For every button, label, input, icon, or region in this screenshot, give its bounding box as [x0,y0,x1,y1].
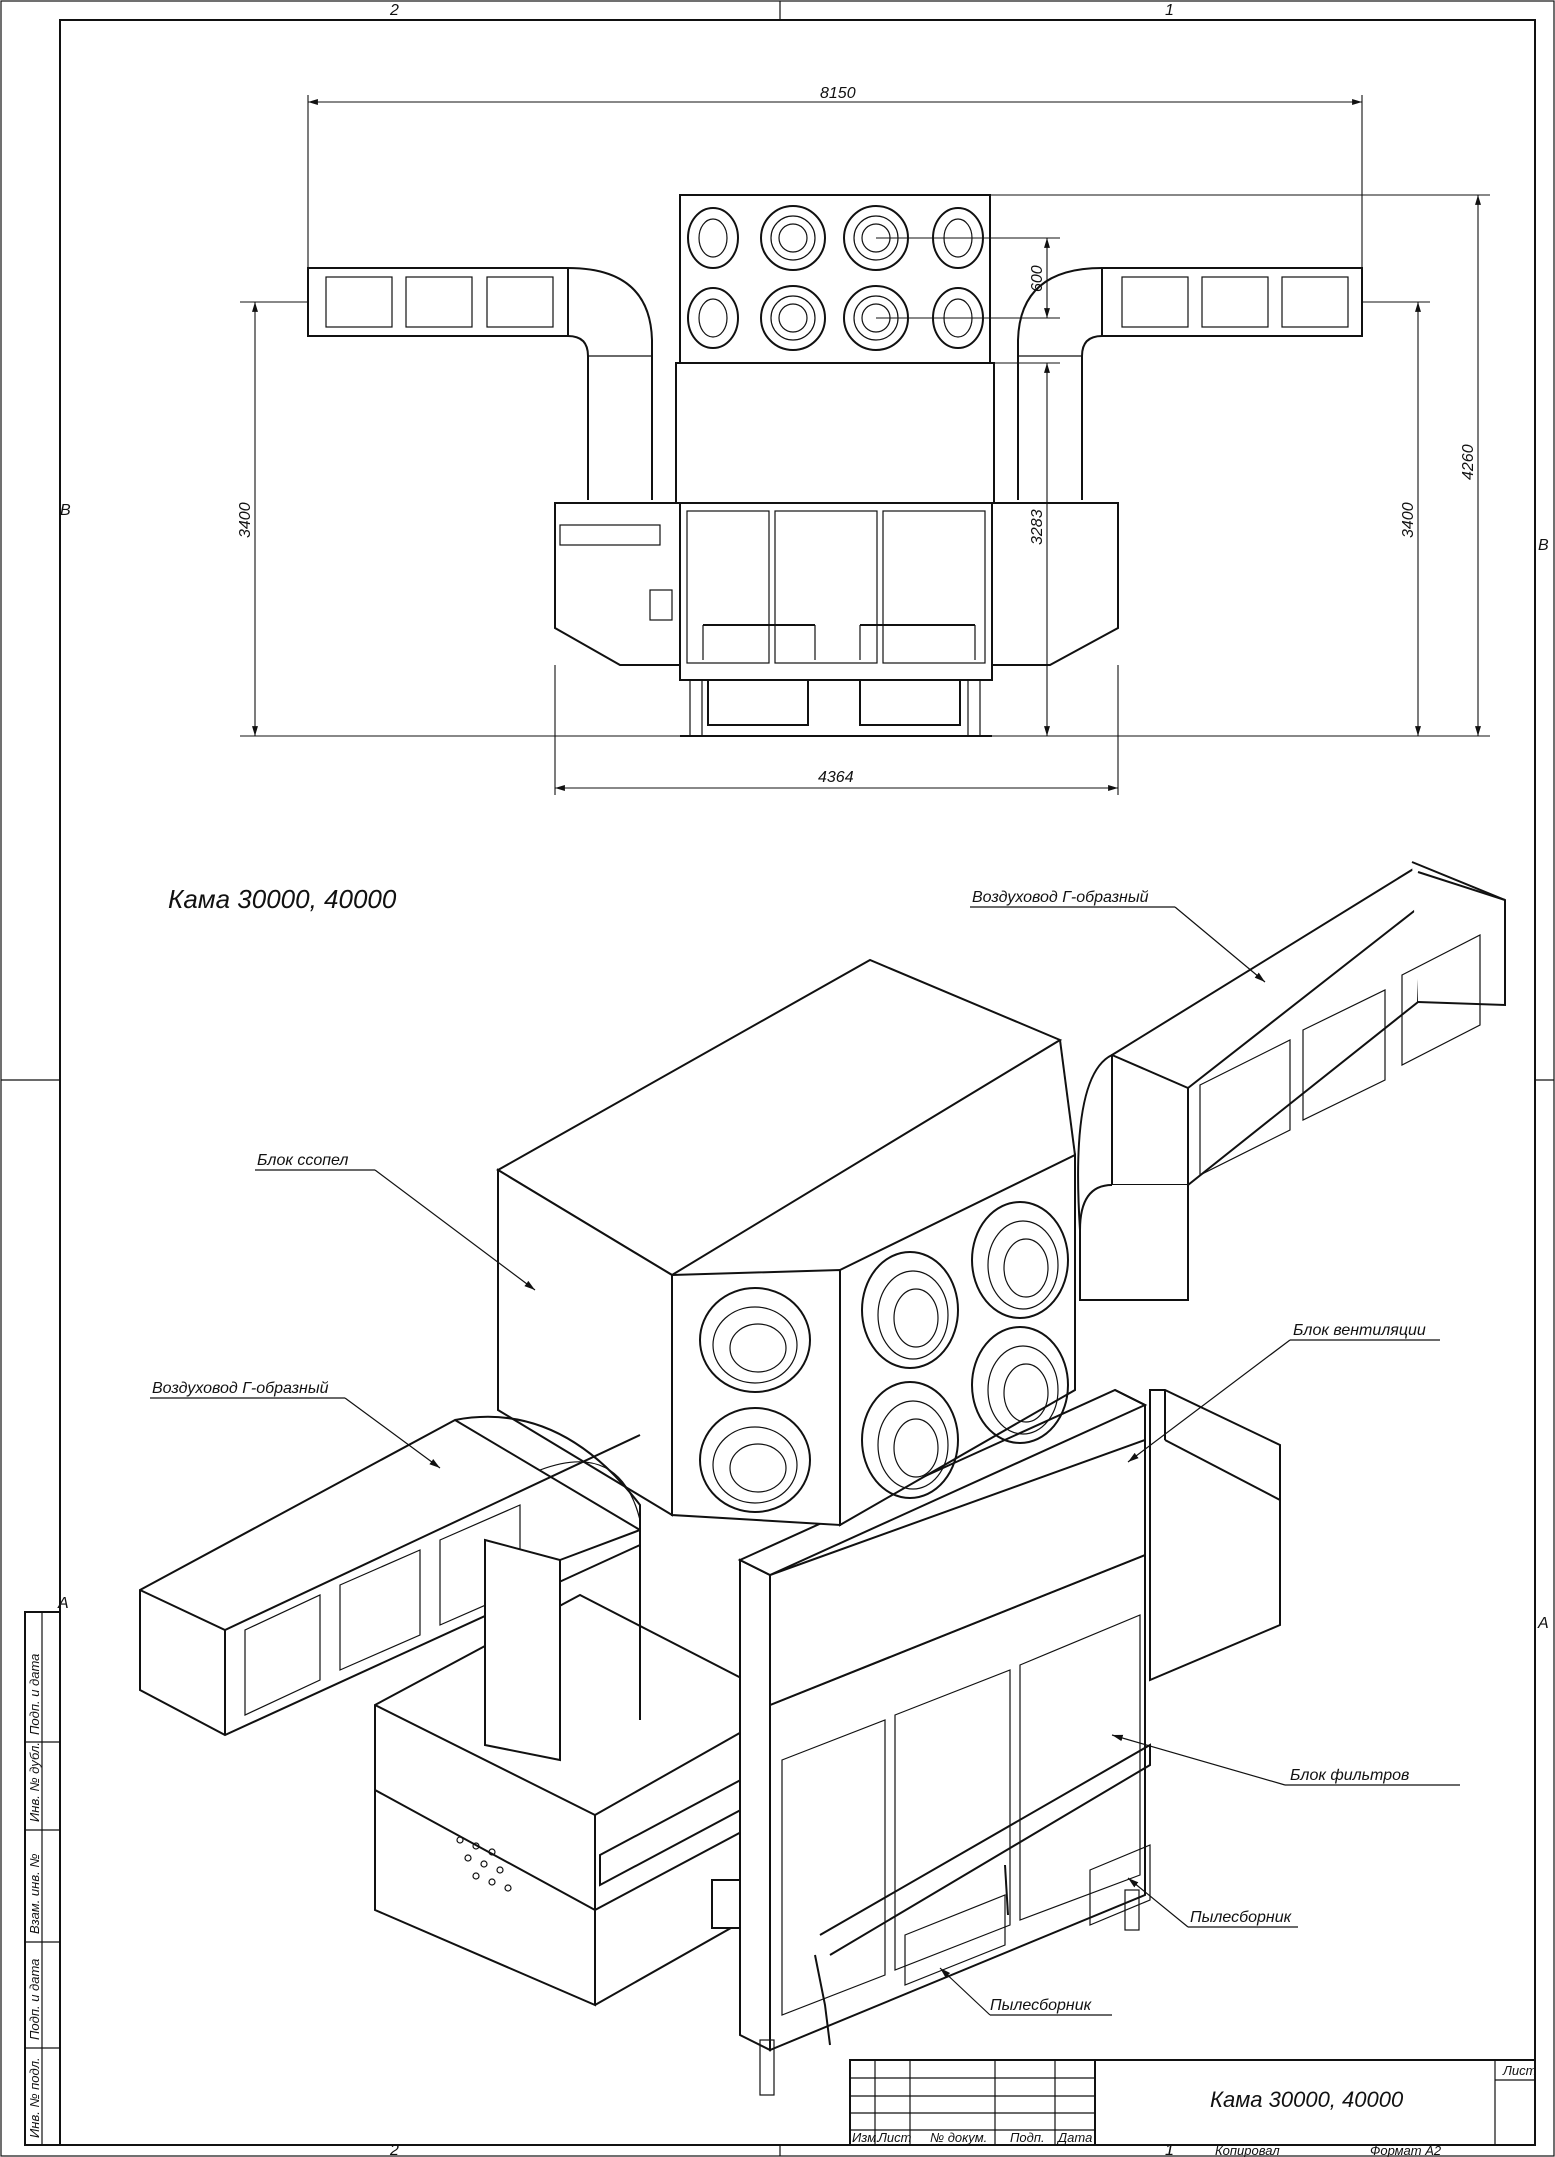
front-left-side-box [554,502,681,666]
dim-body-height: 3283 [1029,509,1046,545]
front-view: 8150 4364 3400 3400 4260 3283 600 [237,85,1490,795]
stamp-field: Подп. и дата [27,1654,42,1735]
side-stamp: Подп. и дата Инв. № дубл. Взам. инв. № П… [24,1611,61,2146]
zone-label: B [1538,537,1549,554]
iso-dust-collectors [904,1844,1151,1986]
zone-label: A [1537,1615,1549,1632]
iso-box-holes [456,1836,512,1892]
dim-total-height: 4260 [1460,444,1477,480]
zone-label: 1 [1165,2142,1174,2157]
sheet-number: 1 [1165,2142,1174,2157]
front-ventilation-block [675,362,995,504]
callout-ventilation-block: Блок вентиляции [1293,1322,1426,1339]
title-block: Кама 30000, 40000 Лист Изм. Лист № докум… [849,2059,1537,2157]
col-date: Дата [1056,2130,1092,2145]
iso-view: Кама 30000, 40000 [139,861,1506,2096]
iso-duct-left [139,1415,641,1762]
front-right-side-box [991,502,1119,666]
iso-nozzle [861,1251,959,1369]
dim-overall-width: 8150 [820,85,856,102]
callout-nozzle-block: Блок ссопел [257,1152,348,1169]
col-doc: № докум. [930,2130,987,2145]
front-nozzle [760,205,826,271]
front-nozzle [687,287,739,349]
callout-dust-collector-bottom: Пылесборник [990,1997,1093,2014]
iso-nozzle [699,1287,811,1393]
col-list: Лист [877,2130,912,2145]
col-izm: Изм. [852,2130,880,2145]
dim-duct-height-left: 3400 [237,502,254,538]
iso-nozzle-block [496,958,1076,1527]
front-left-box-rail [559,524,661,546]
dim-nozzle-pitch: 600 [1029,265,1046,292]
stamp-field: Инв. № подл. [27,2057,42,2138]
copied-label: Копировал [1215,2143,1280,2157]
iso-nozzle [971,1326,1069,1444]
dim-base-width: 4364 [818,769,854,786]
zone-label: 1 [1165,2,1174,19]
iso-duct-right [1077,861,1506,1301]
iso-nozzle [971,1201,1069,1319]
right-duct [1017,267,1363,500]
title-name: Кама 30000, 40000 [1210,2087,1404,2112]
stamp-field: Взам. инв. № [27,1854,42,1934]
zone-label: B [60,502,71,519]
stamp-field: Инв. № дубл. [27,1742,42,1822]
front-dust-collectors [680,679,992,737]
callout-filter-block: Блок фильтров [1290,1767,1409,1784]
zone-label: 2 [389,2142,399,2157]
format-label: Формат A2 [1370,2143,1442,2157]
front-control-box [649,589,673,621]
front-nozzle [687,207,739,269]
callouts: Воздуховод Г-образный Блок ссопел Воздух… [150,889,1460,2016]
front-nozzle-block [679,194,991,364]
iso-filter-block [739,1553,1151,2096]
model-title: Кама 30000, 40000 [168,884,397,914]
zone-label: A [57,1595,69,1612]
callout-duct-top: Воздуховод Г-образный [972,889,1149,906]
iso-control-panel [711,1879,741,1929]
title-sheet-label: Лист [1502,2063,1537,2078]
iso-left-box [374,1593,751,2007]
front-filter-block [679,502,993,681]
zone-label: 2 [389,2,399,19]
left-duct [307,267,653,500]
front-nozzle [760,285,826,351]
front-dimensions: 8150 4364 3400 3400 4260 3283 600 [237,85,1490,795]
col-sign: Подп. [1010,2130,1045,2145]
iso-nozzle [861,1381,959,1499]
iso-rear-box [1149,1389,1281,1682]
callout-dust-collector-right: Пылесборник [1190,1909,1293,1926]
dim-duct-height-right: 3400 [1400,502,1417,538]
stamp-field: Подп. и дата [27,1959,42,2040]
callout-duct-left: Воздуховод Г-образный [152,1380,329,1397]
iso-nozzle [699,1407,811,1513]
